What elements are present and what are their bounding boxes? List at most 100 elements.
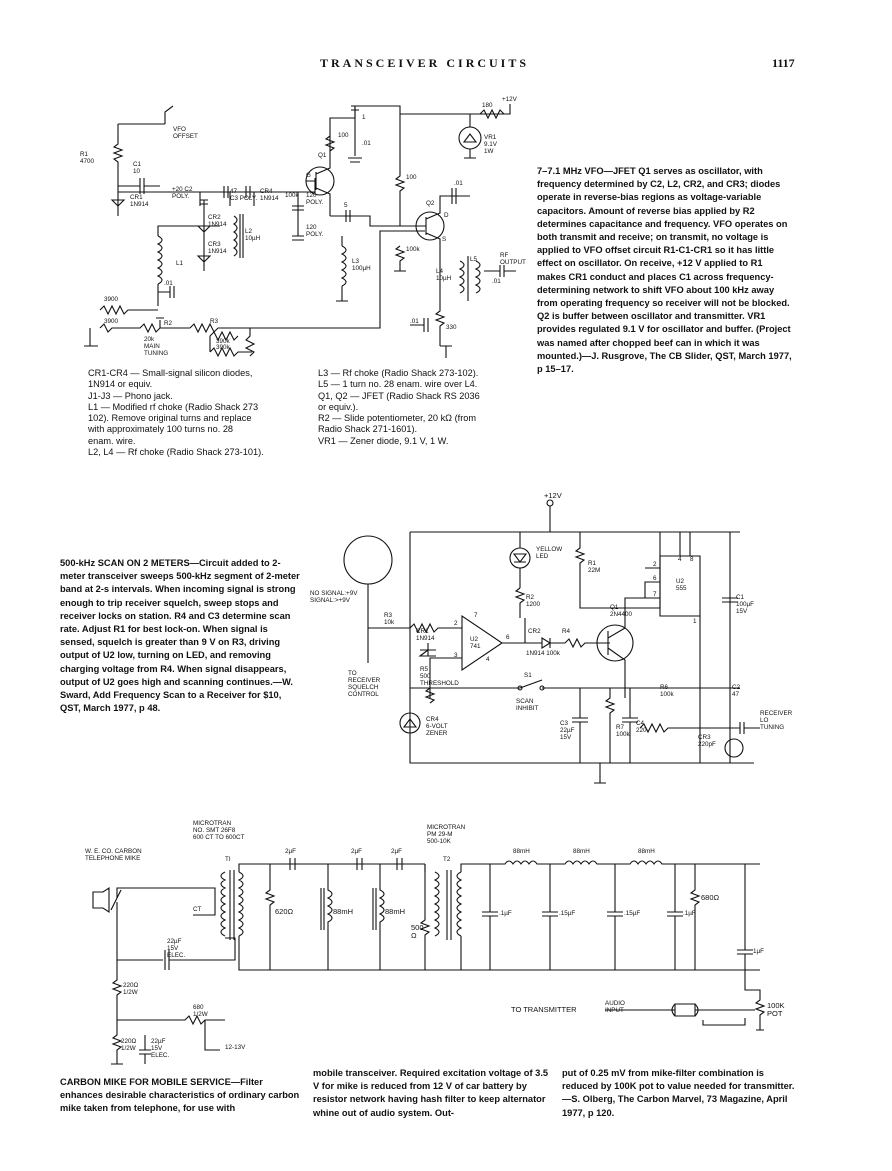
l4-label: L4 10µH [436,268,452,282]
scan-wiring [343,499,760,784]
cr3-label: CR3 1N914 [208,241,227,255]
r100k-label: 100k [285,192,299,199]
r3900b-label: 3900 [104,318,119,325]
scan-c3-label: C3 22µF 15V [560,720,575,741]
r390kb-label: 390k [216,344,230,351]
c2-label: +20 C2 POLY. [172,186,193,200]
scan-pin-label: 8 [690,556,694,563]
scan-r2-label: R2 1200 [526,594,541,608]
r100a-label: 100 [338,132,349,139]
scan-c4-label: C4 220 [636,720,647,734]
scan-v12-label: +12V [544,491,562,500]
mike-to-transmitter: TO TRANSMITTER [511,1005,577,1014]
mike-schematic: MICROTRAN NO. SMT 26F8 600 CT TO 600CT M… [85,820,805,1070]
mike-c22uf: 22µF 15V ELEC. [167,938,186,959]
scan-no-signal-label: NO SIGNAL:+9V SIGNAL:>+9V [310,590,358,604]
scan-pin-label: 1 [693,618,697,625]
mike-c15uf-a: .15µF [559,910,576,917]
mike-ct-label: CT [193,906,202,913]
scan-cr2-val-label: 1N914 100k [526,650,560,657]
mike-pot: 100K POT [767,1001,785,1019]
rf-output-label: RF OUTPUT [500,252,526,266]
mike-r620: 620Ω [275,907,294,916]
r390ka-label: 390k [216,338,230,345]
c01b-label: .01 [362,140,371,147]
r100b-label: 100 [406,174,417,181]
cr1-label: CR1 1N914 [130,194,149,208]
scan-u2-741-label: U2 741 [470,636,481,650]
c5-label: 5 [344,202,348,209]
mike-c1uf-b: .1µF [683,910,696,917]
mike-c1uf-a: .1µF [499,910,512,917]
c01d-label: .01 [492,278,501,285]
r3-label: R3 [210,318,219,325]
mike-v12-13: 12-13V [225,1044,246,1051]
scan-u2-555-label: U2 555 [676,578,687,592]
scan-s1-label: S1 [524,672,532,679]
c120b-label: 120 POLY. [306,224,324,238]
page-header: TRANSCEIVER CIRCUITS [320,56,530,70]
mike-c15uf-b: .15µF [624,910,641,917]
scan-pin-label: 2 [653,561,657,568]
mike-caption-col1: CARBON MIKE FOR MOBILE SERVICE—Filter en… [60,1077,300,1114]
q1-label: Q1 [318,152,327,159]
scan-to-receiver-label: TO RECEIVER SQUELCH CONTROL [348,670,381,698]
mike-l88-d: 88mH [573,848,590,855]
scan-pin-label: 6 [506,634,510,641]
mike-l88-e: 88mH [638,848,655,855]
scan-r6-label: R6 100k [660,684,674,698]
mike-c22uf-b: 22µF 15V ELEC. [151,1038,170,1059]
scan-pin-label: 4 [678,556,682,563]
r2-label: R2 [164,320,173,327]
mike-c1uf-out: 1µF [753,948,764,955]
scan-pin-label: 6 [653,575,657,582]
gate-label: G [306,172,311,179]
scan-cr4-label: CR4 6-VOLT ZENER [426,716,448,737]
scan-c2-label: C2 47 [732,684,741,698]
scan-receiver-lo-label: RECEIVER LO TUNING [760,710,793,731]
r100kb-label: 100k [406,246,420,253]
vfo-parts-list-right: L3 — Rf choke (Radio Shack 273-102). L5 … [318,368,480,446]
q2-label: Q2 [426,200,435,207]
c01e-label: .01 [410,318,419,325]
scan-cr3-label: CR3 220pF [698,734,716,748]
vfo-parts-list-left: CR1-CR4 — Small-signal silicon diodes, 1… [88,368,264,458]
vfo-schematic: VFO OFFSET R1 4700 C1 10 CR1 1N914 +20 C… [80,96,530,366]
vfo-caption: 7–7.1 MHz VFO—JFET Q1 serves as oscillat… [537,166,792,375]
vfo-wiring [84,104,516,358]
c1b-label: 1 [362,114,366,121]
l1-label: L1 [176,260,184,267]
scan-cr1-label: CR1 1N914 [416,628,435,642]
mike-t1-label: TI [225,856,231,863]
l3-label: L3 100µH [352,258,371,272]
mike-label: W. E. CO. CARBON TELEPHONE MIKE [85,848,142,862]
scan-caption: 500-kHz SCAN ON 2 METERS—Circuit added t… [60,558,300,714]
c120a-label: 120 POLY. [306,192,324,206]
cr4-label: CR4 1N914 [260,188,279,202]
mike-c2uf-a: 2µF [285,848,296,855]
r3900a-label: 3900 [104,296,119,303]
l5-label: L5 [470,256,478,263]
mike-caption-col2: mobile transceiver. Required excitation … [313,1068,549,1118]
cr2-label: CR2 1N914 [208,214,227,228]
c01c-label: .01 [454,180,463,187]
scan-pin-label: 3 [454,652,458,659]
c01a-label: .01 [164,280,173,287]
mike-caption-col3: put of 0.25 mV from mike-filter combinat… [562,1068,795,1118]
c3-label: 47 C3 POLY. [230,188,258,202]
mike-c2uf-c: 2µF [391,848,402,855]
scan-c1-label: C1 100µF 15V [736,594,754,615]
page-number: 1117 [772,56,795,70]
scan-schematic: +12V YELLOW LED R1 22M U2 555 C1 100µF 1… [310,491,800,788]
mike-l88-b: 88mH [385,907,406,916]
scan-pin-label: 4 [486,656,490,663]
scan-r3-label: R3 10k [384,612,395,626]
mike-r680a: 680Ω [701,893,720,902]
source-label: S [442,236,447,243]
mike-r220a: 220Ω 1/2W [123,982,139,996]
l2-label: L2 10µH [245,228,261,242]
scan-yellow-led-label: YELLOW LED [536,546,563,560]
v12-label: +12V [502,96,517,103]
scan-pin-label: 7 [653,591,657,598]
scan-q1-label: Q1 2N4400 [610,604,633,618]
